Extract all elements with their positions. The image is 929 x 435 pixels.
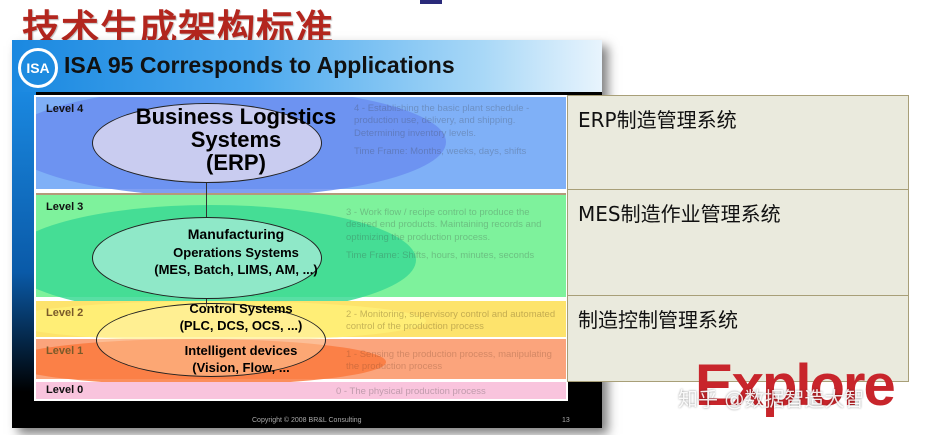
app-cell-mes: MES制造作业管理系统 — [568, 190, 908, 296]
level-2-description: 2 - Monitoring, supervisory control and … — [346, 309, 556, 333]
level-1-label: Level 1 — [46, 345, 84, 357]
level-1-system: Intelligent devices (Vision, Flow, ... — [184, 343, 298, 375]
app-cell-control: 制造控制管理系统 — [578, 308, 738, 332]
isa95-levels-diagram: Level 4 Level 3 Level 2 Level 1 Level 0 … — [34, 95, 568, 401]
slide-header-bar — [12, 40, 602, 92]
level-4-label: Level 4 — [46, 103, 84, 115]
level-2-label: Level 2 — [46, 307, 84, 319]
top-mark — [420, 0, 442, 4]
slide-side-bar — [12, 92, 36, 392]
level-2-system: Control Systems (PLC, DCS, OCS, ...) — [179, 301, 303, 333]
level-3-label: Level 3 — [46, 201, 84, 213]
app-cell-erp: ERP制造管理系统 — [568, 96, 908, 190]
level-4-description: 4 - Establishing the basic plant schedul… — [354, 103, 530, 158]
applications-table: ERP制造管理系统 MES制造作业管理系统 制造控制管理系统 — [567, 95, 909, 382]
connector-4-3 — [206, 183, 207, 219]
level-4-system: Business Logistics Systems (ERP) — [135, 104, 337, 176]
mes-oval — [92, 217, 322, 299]
isa-logo-icon: ISA — [18, 48, 58, 88]
level-1-description: 1 - Sensing the production process, mani… — [346, 349, 552, 373]
level-0-description: 0 - The physical production process — [336, 386, 486, 397]
control-oval — [96, 303, 326, 377]
slide-page-number: 13 — [562, 417, 570, 424]
level-0-row: Level 0 — [36, 382, 566, 399]
watermark: 知乎 @数据智造大智 — [678, 387, 865, 411]
slide-copyright: Copyright © 2008 BR&L Consulting — [252, 417, 362, 424]
erp-oval — [92, 103, 322, 183]
level-0-label: Level 0 — [46, 384, 84, 396]
level-3-system: Manufacturing Operations Systems (MES, B… — [154, 226, 318, 278]
slide-title: ISA 95 Corresponds to Applications — [64, 52, 455, 78]
explore-logo: Explore — [695, 353, 896, 418]
connector-3-2 — [206, 293, 207, 307]
level-3-description: 3 - Work flow / recipe control to produc… — [346, 207, 542, 262]
